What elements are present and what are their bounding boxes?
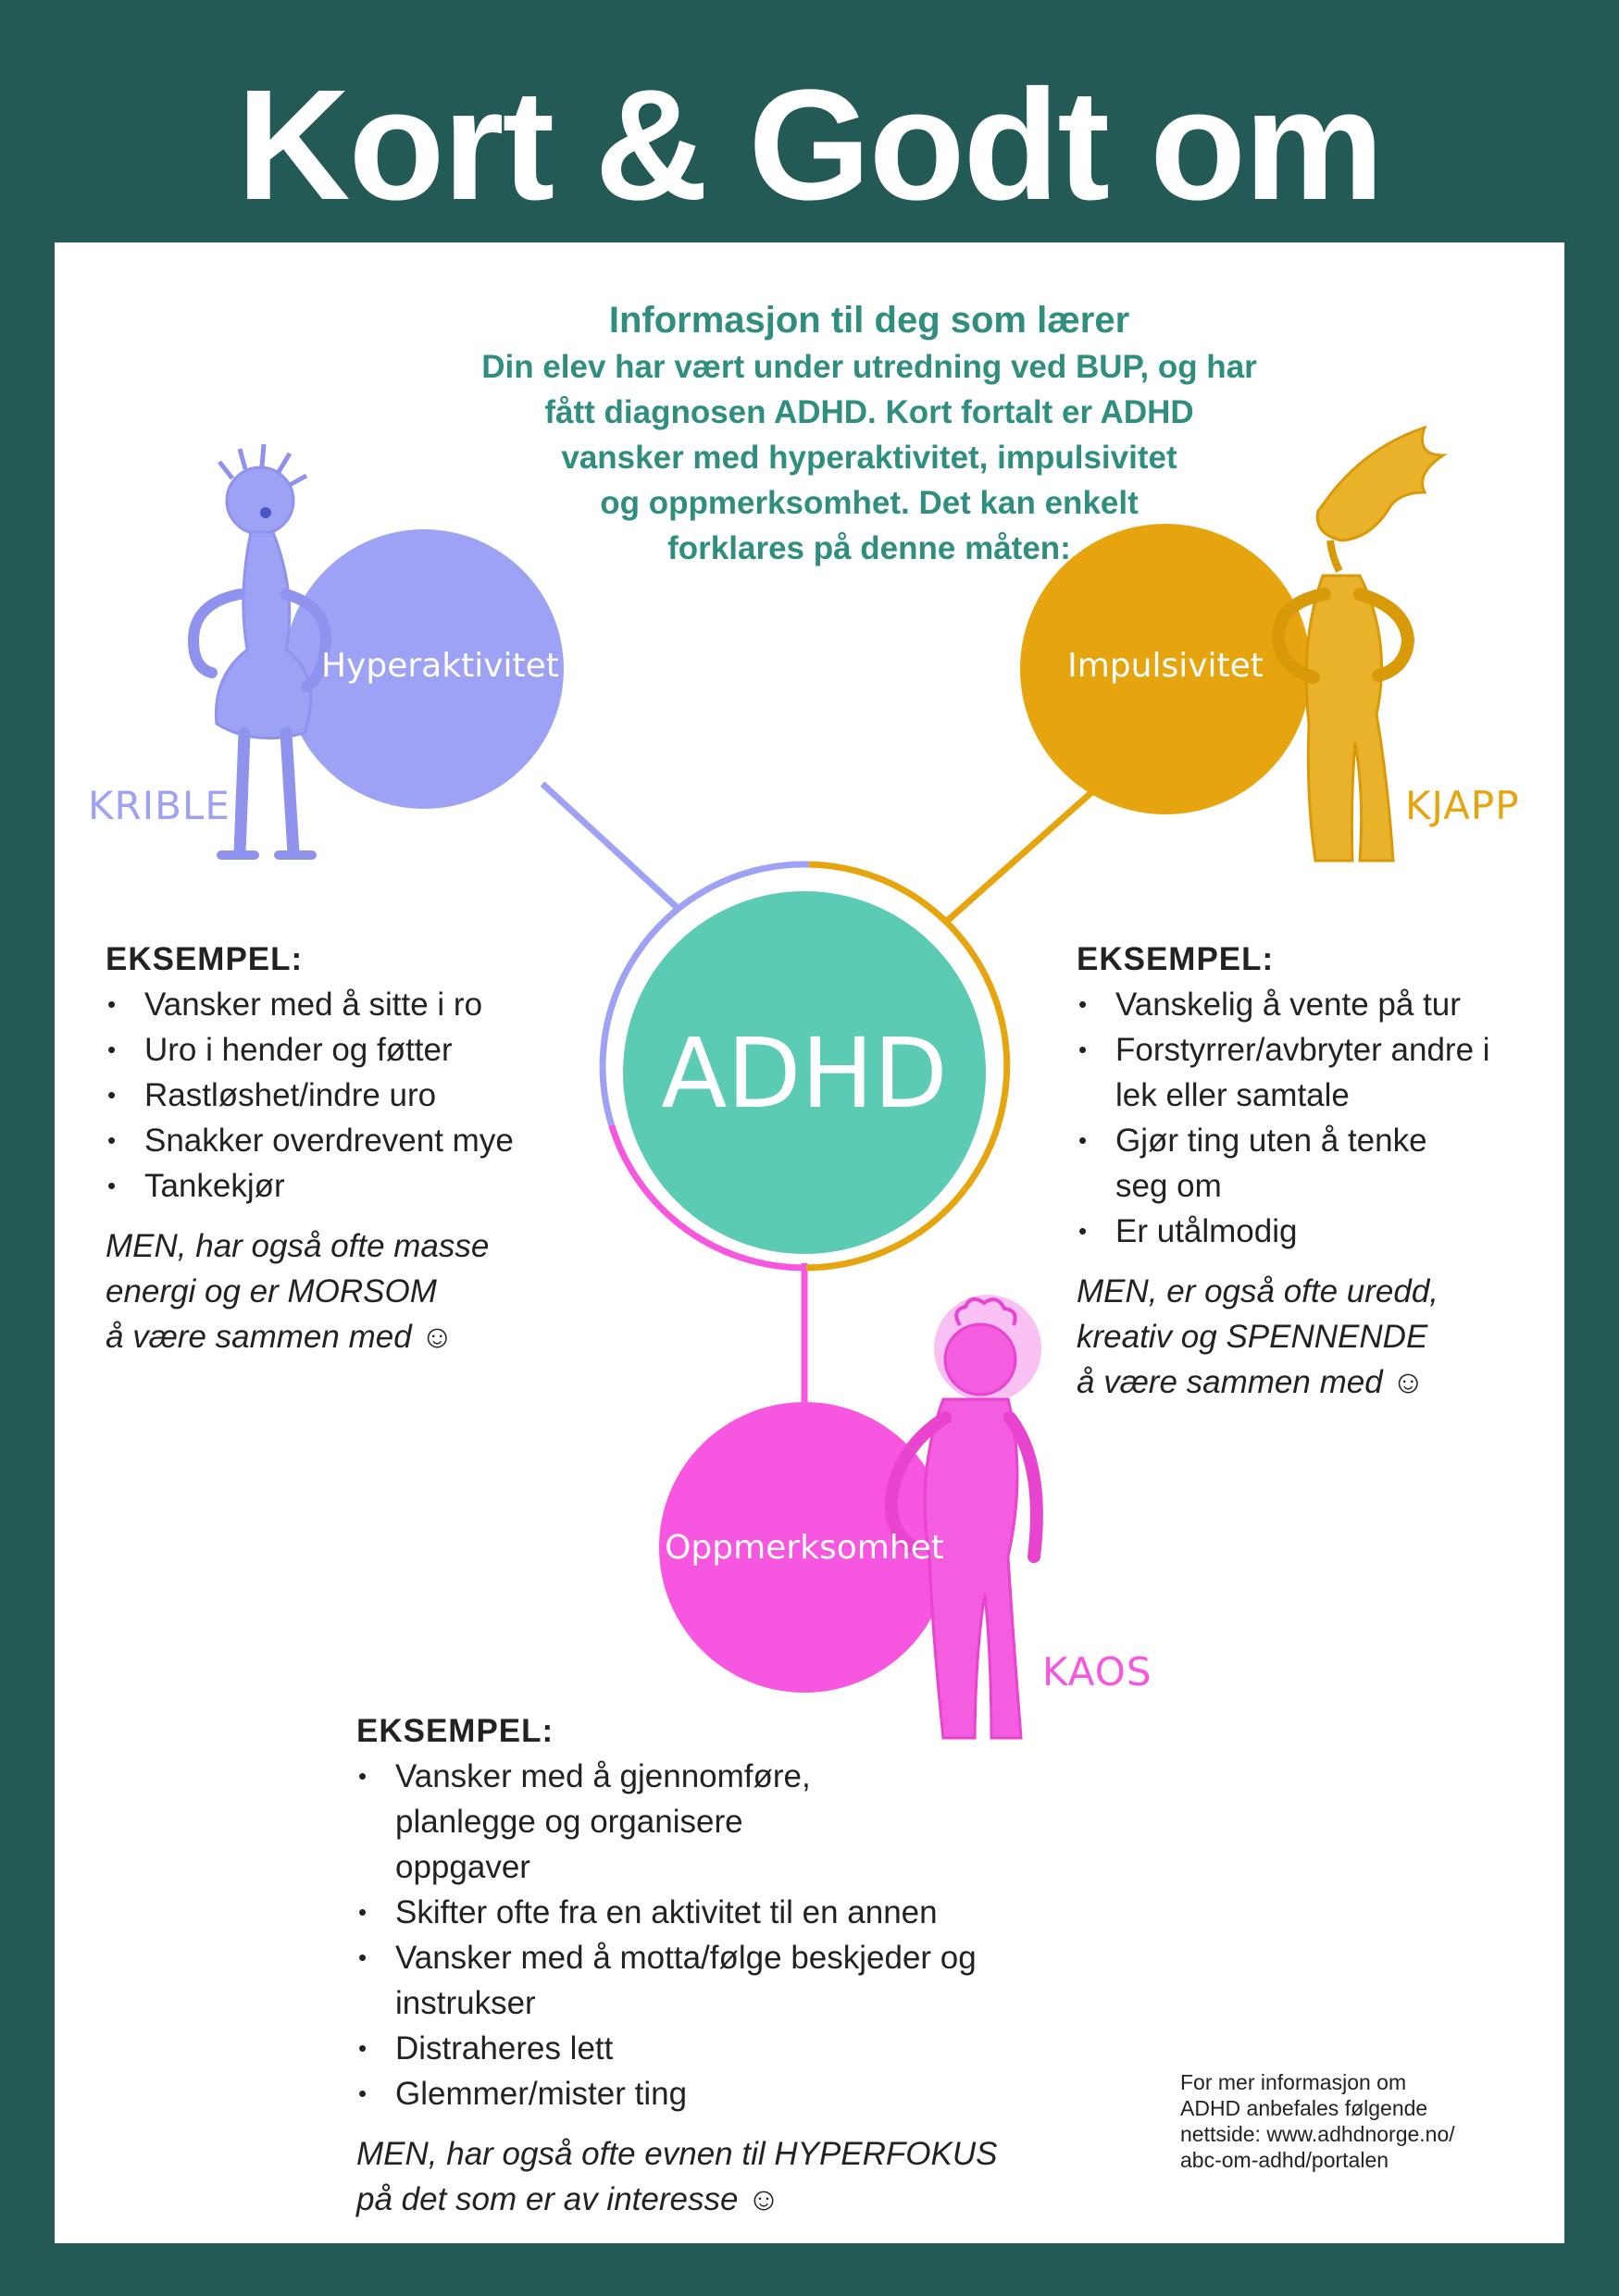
- hyperaktivitet-label: Hyperaktivitet: [321, 647, 559, 685]
- list-item: Forstyrrer/avbryter andre i lek eller sa…: [1077, 1027, 1539, 1118]
- adhd-diagram: [187, 425, 1448, 1740]
- kaos-name: KAOS: [1042, 1649, 1152, 1694]
- list-item: Vanskelig å vente på tur: [1077, 982, 1539, 1027]
- intro-line: vansker med hyperaktivitet, impulsivitet: [561, 440, 1177, 476]
- intro-line: fått diagnosen ADHD. Kort fortalt er ADH…: [544, 394, 1194, 430]
- list-item: Vansker med å motta/følge beskjeder og i…: [356, 1935, 1060, 2026]
- connector-impulsivitet: [942, 786, 1099, 925]
- list-item: Vansker med å gjennomføre, planlegge og …: [356, 1754, 1060, 1890]
- krible-character-illustration: [187, 443, 332, 860]
- list-item: Distraheres lett: [356, 2026, 1060, 2071]
- list-item: Skifter ofte fra en aktivitet til en ann…: [356, 1890, 1060, 1935]
- connector-hyperaktivitet: [540, 781, 683, 913]
- intro-line: forklares på denne måten:: [667, 530, 1071, 566]
- impulsivitet-label: Impulsivitet: [1067, 647, 1264, 685]
- men-line: å være sammen med ☺: [1077, 1364, 1426, 1400]
- example-heading: EKSEMPEL:: [106, 941, 304, 977]
- men-note: MEN, er også ofte uredd, kreativ og SPEN…: [1077, 1269, 1539, 1405]
- content-panel: Informasjon til deg som lærer Din elev h…: [55, 242, 1564, 2243]
- intro-heading: Informasjon til deg som lærer: [608, 300, 1130, 341]
- men-line: MEN, er også ofte uredd,: [1077, 1273, 1439, 1309]
- footnote-line: nettside: www.adhdnorge.no/: [1180, 2122, 1455, 2146]
- footnote-line: ADHD anbefales følgende: [1180, 2096, 1428, 2120]
- list-item: Glemmer/mister ting: [356, 2071, 1060, 2116]
- list-item: Uro i hender og føtter: [106, 1027, 624, 1073]
- intro-line: og oppmerksomhet. Det kan enkelt: [600, 485, 1139, 521]
- example-list: Vanskelig å vente på tur Forstyrrer/avbr…: [1077, 982, 1539, 1254]
- list-item: Er utålmodig: [1077, 1209, 1539, 1254]
- list-item: Gjør ting uten å tenke seg om: [1077, 1118, 1539, 1209]
- oppmerksomhet-circle: [659, 1402, 950, 1693]
- adhd-label: ADHD: [661, 1017, 948, 1130]
- intro-block: Informasjon til deg som lærer Din elev h…: [406, 296, 1332, 571]
- list-item: Rastløshet/indre uro: [106, 1073, 624, 1118]
- example-list: Vansker med å sitte i ro Uro i hender og…: [106, 982, 624, 1209]
- intro-line: Din elev har vært under utredning ved BU…: [481, 349, 1257, 385]
- footnote-line: For mer informasjon om: [1180, 2070, 1407, 2094]
- kjapp-character-illustration: [1271, 425, 1448, 863]
- men-line: energi og er MORSOM: [106, 1273, 437, 1309]
- krible-name: KRIBLE: [88, 783, 230, 828]
- hyperaktivitet-circle: [284, 529, 564, 809]
- men-line: MEN, har også ofte evnen til HYPERFOKUS: [356, 2136, 998, 2172]
- example-oppmerksomhet: EKSEMPEL: Vansker med å gjennomføre, pla…: [356, 1708, 1060, 2222]
- impulsivitet-circle: [1020, 524, 1311, 814]
- footnote: For mer informasjon om ADHD anbefales fø…: [1180, 2069, 1523, 2173]
- kjapp-name: KJAPP: [1405, 783, 1520, 828]
- men-line: kreativ og SPENNENDE: [1077, 1319, 1428, 1355]
- kaos-character-illustration: [884, 1295, 1043, 1740]
- list-item: Snakker overdrevent mye: [106, 1118, 624, 1163]
- footnote-line: abc-om-adhd/portalen: [1180, 2148, 1389, 2172]
- example-heading: EKSEMPEL:: [356, 1713, 554, 1749]
- example-heading: EKSEMPEL:: [1077, 941, 1275, 977]
- list-item: Tankekjør: [106, 1163, 624, 1209]
- men-note: MEN, har også ofte evnen til HYPERFOKUS …: [356, 2131, 1060, 2222]
- example-list: Vansker med å gjennomføre, planlegge og …: [356, 1754, 1060, 2116]
- men-line: MEN, har også ofte masse: [106, 1228, 490, 1264]
- men-note: MEN, har også ofte masse energi og er MO…: [106, 1223, 624, 1359]
- example-hyperaktivitet: EKSEMPEL: Vansker med å sitte i ro Uro i…: [106, 937, 624, 1359]
- intro-body: Din elev har vært under utredning ved BU…: [406, 344, 1332, 571]
- example-impulsivitet: EKSEMPEL: Vanskelig å vente på tur Forst…: [1077, 937, 1539, 1405]
- men-line: å være sammen med ☺: [106, 1319, 455, 1355]
- oppmerksomhet-label: Oppmerksomhet: [665, 1529, 944, 1567]
- men-line: på det som er av interesse ☺: [356, 2181, 780, 2217]
- list-item: Vansker med å sitte i ro: [106, 982, 624, 1027]
